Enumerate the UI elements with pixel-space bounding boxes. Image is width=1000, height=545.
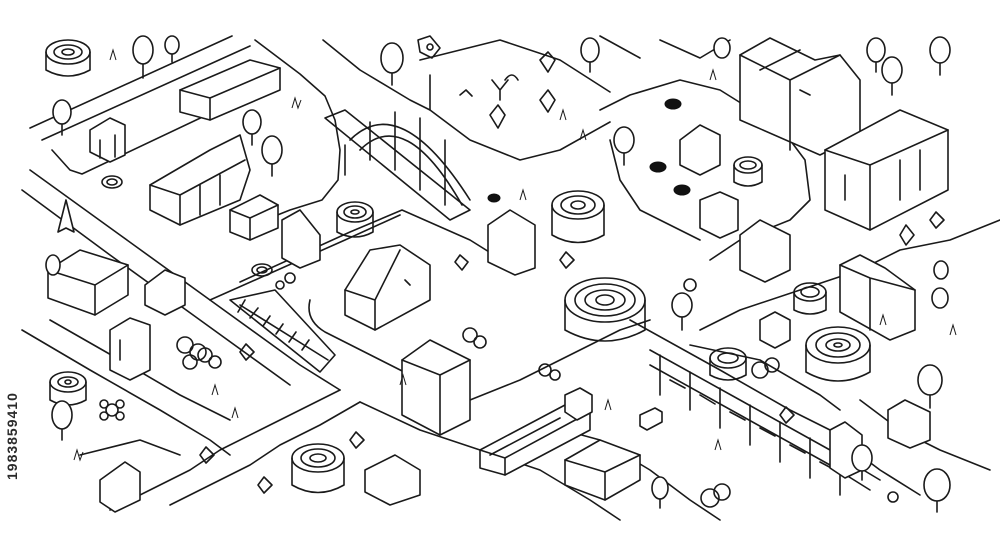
bushes bbox=[99, 35, 945, 508]
flower-icon bbox=[539, 51, 556, 73]
tree-icon bbox=[881, 56, 903, 96]
tree-icon bbox=[580, 37, 600, 73]
tree-stump-icon bbox=[251, 263, 273, 277]
flower-icon bbox=[491, 74, 519, 101]
bush-icon bbox=[683, 278, 697, 292]
trees bbox=[45, 35, 951, 513]
house-icon bbox=[739, 37, 861, 156]
tree-icon bbox=[923, 468, 951, 513]
flower-icon bbox=[99, 399, 125, 421]
tree-icon bbox=[132, 35, 154, 79]
tree-stump-icon bbox=[805, 326, 871, 382]
flower-icon bbox=[929, 211, 945, 229]
house-icon bbox=[679, 124, 721, 176]
bush-icon bbox=[462, 327, 487, 349]
signpost bbox=[57, 199, 75, 233]
flower-icon bbox=[539, 89, 556, 113]
tree-icon bbox=[51, 400, 73, 441]
tree-stump-icon bbox=[291, 443, 345, 494]
house-icon bbox=[364, 454, 421, 506]
house-icon bbox=[149, 134, 251, 226]
house-icon bbox=[699, 191, 739, 239]
flower-icon bbox=[199, 446, 215, 464]
barrel-icon bbox=[664, 98, 682, 110]
flower-icon bbox=[257, 476, 273, 494]
tree-stump-icon bbox=[709, 347, 747, 381]
bush-icon bbox=[887, 491, 899, 503]
houses bbox=[47, 37, 949, 513]
tree-icon bbox=[52, 99, 72, 136]
tree-icon bbox=[45, 254, 61, 276]
flower-icon bbox=[349, 431, 365, 449]
house-icon bbox=[179, 59, 281, 121]
flower-icon bbox=[899, 224, 915, 246]
flower-icon bbox=[417, 35, 441, 59]
train-icon bbox=[479, 387, 593, 476]
tree-stump-icon bbox=[733, 156, 763, 187]
flower-icon bbox=[489, 104, 506, 129]
tree-stumps bbox=[45, 39, 871, 494]
tree-icon bbox=[851, 444, 873, 481]
house-icon bbox=[344, 244, 431, 331]
watermark-stock-id: 1983859410 bbox=[4, 392, 20, 480]
tree-icon bbox=[713, 37, 731, 59]
tree-icon bbox=[380, 42, 404, 86]
grass-tufts bbox=[73, 48, 957, 462]
house-icon bbox=[564, 439, 641, 501]
tree-icon bbox=[917, 364, 943, 409]
bush-icon bbox=[700, 483, 731, 508]
tree-stump-icon bbox=[793, 282, 827, 315]
house-icon bbox=[887, 399, 931, 449]
barrel-icon bbox=[487, 193, 501, 203]
tree-icon bbox=[671, 292, 693, 331]
house-icon bbox=[89, 117, 126, 163]
house-icon bbox=[109, 317, 151, 381]
tree-icon bbox=[931, 287, 949, 309]
flower-icon bbox=[559, 251, 575, 269]
tree-icon bbox=[613, 126, 635, 166]
tree-stump-icon bbox=[49, 371, 87, 406]
tree-icon bbox=[651, 476, 669, 509]
house-icon bbox=[487, 209, 536, 276]
bush-icon bbox=[176, 336, 207, 370]
tree-icon bbox=[929, 36, 951, 76]
tree-stump-icon bbox=[336, 201, 374, 238]
house-icon bbox=[144, 269, 186, 316]
house-icon bbox=[281, 209, 321, 269]
tree-icon bbox=[261, 135, 283, 177]
house-icon bbox=[739, 219, 791, 283]
bush-icon bbox=[751, 357, 780, 379]
house-icon bbox=[401, 339, 471, 436]
tree-icon bbox=[242, 109, 262, 146]
flower-icon bbox=[779, 406, 795, 424]
tree-icon bbox=[164, 35, 180, 63]
tree-stump-icon bbox=[551, 190, 605, 244]
car-icon bbox=[639, 407, 663, 431]
flower-icon bbox=[454, 254, 469, 271]
bush-icon bbox=[538, 363, 561, 381]
tree-icon bbox=[933, 260, 949, 280]
house-icon bbox=[229, 194, 279, 241]
barrel-icon bbox=[649, 161, 667, 173]
arch-bridge bbox=[324, 109, 471, 221]
house-icon bbox=[824, 109, 949, 231]
barrels bbox=[487, 98, 691, 203]
barrel-icon bbox=[673, 184, 691, 196]
tree-stump-icon bbox=[564, 277, 646, 342]
flower-icon bbox=[239, 343, 255, 361]
tree-icon bbox=[866, 37, 886, 73]
house-icon bbox=[99, 461, 141, 513]
house-icon bbox=[47, 249, 129, 316]
house-icon bbox=[839, 254, 916, 341]
tree-stump-icon bbox=[101, 175, 123, 189]
tree-stump-icon bbox=[45, 39, 91, 77]
low-bridge bbox=[229, 289, 336, 373]
house-icon bbox=[759, 311, 791, 349]
flower-icon bbox=[459, 89, 473, 97]
bush-icon bbox=[275, 272, 296, 290]
bush-icon bbox=[197, 347, 222, 369]
